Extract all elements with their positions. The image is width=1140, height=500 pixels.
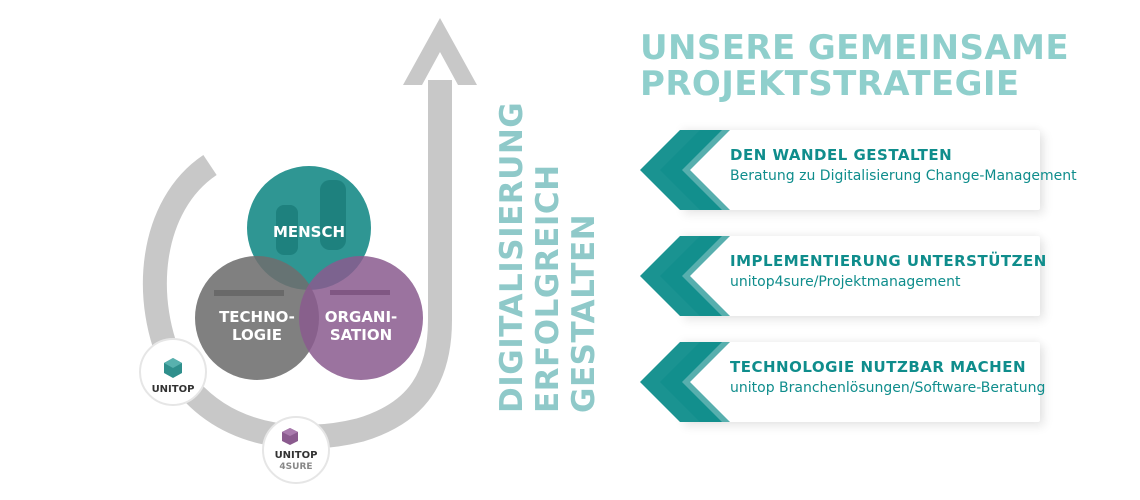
unitop4sure-logo-subtext: 4SURE (279, 462, 312, 472)
organisation-label-2: SATION (330, 326, 392, 344)
step-subtitle: unitop4sure/Projektmanagement (730, 274, 961, 290)
venn-circles (195, 166, 423, 380)
unitop4sure-logo-text: UNITOP (275, 450, 318, 461)
step-card-panel (680, 236, 1040, 316)
page-title-line-1: UNSERE GEMEINSAME (640, 28, 1069, 68)
unitop-logo: UNITOP (139, 338, 207, 406)
technologie-label-2: LOGIE (232, 326, 282, 344)
unitop4sure-logo: UNITOP 4SURE (262, 416, 330, 484)
chevron-left-icon (640, 236, 730, 316)
step-card-panel (680, 342, 1040, 422)
step-title: DEN WANDEL GESTALTEN (730, 146, 953, 164)
step-subtitle: Beratung zu Digitalisierung Change-Manag… (730, 168, 1077, 184)
step-subtitle: unitop Branchenlösungen/Software-Beratun… (730, 380, 1046, 396)
technologie-circle (195, 256, 319, 380)
growth-arrow (142, 18, 477, 449)
chevron-left-icon (640, 130, 730, 210)
unitop-logo-text: UNITOP (152, 384, 195, 395)
strategy-diagram: MENSCH TECHNO- LOGIE ORGANI- SATION UNIT… (139, 18, 477, 484)
step-card-3: TECHNOLOGIE NUTZBAR MACHEN unitop Branch… (640, 342, 1045, 422)
step-card-panel (680, 130, 1040, 210)
page-title: UNSERE GEMEINSAME PROJEKTSTRATEGIE (640, 30, 1069, 102)
vertical-title-line-1: DIGITALISIERUNG (494, 101, 530, 413)
vertical-title-line-3: GESTALTEN (566, 213, 602, 413)
vertical-title-line-2: ERFOLGREICH (530, 164, 566, 413)
step-title: TECHNOLOGIE NUTZBAR MACHEN (730, 358, 1027, 376)
chevron-left-icon (640, 342, 730, 422)
technologie-label-1: TECHNO- (219, 308, 295, 326)
arrow-head (403, 18, 477, 85)
step-title: IMPLEMENTIERUNG UNTERSTÜTZEN (730, 252, 1047, 270)
mensch-label: MENSCH (273, 223, 345, 241)
organisation-label-1: ORGANI- (325, 308, 398, 326)
step-card-2: IMPLEMENTIERUNG UNTERSTÜTZEN unitop4sure… (640, 236, 1046, 316)
organisation-circle (299, 256, 423, 380)
step-card-1: DEN WANDEL GESTALTEN Beratung zu Digital… (640, 130, 1077, 210)
page-title-line-2: PROJEKTSTRATEGIE (640, 64, 1020, 104)
